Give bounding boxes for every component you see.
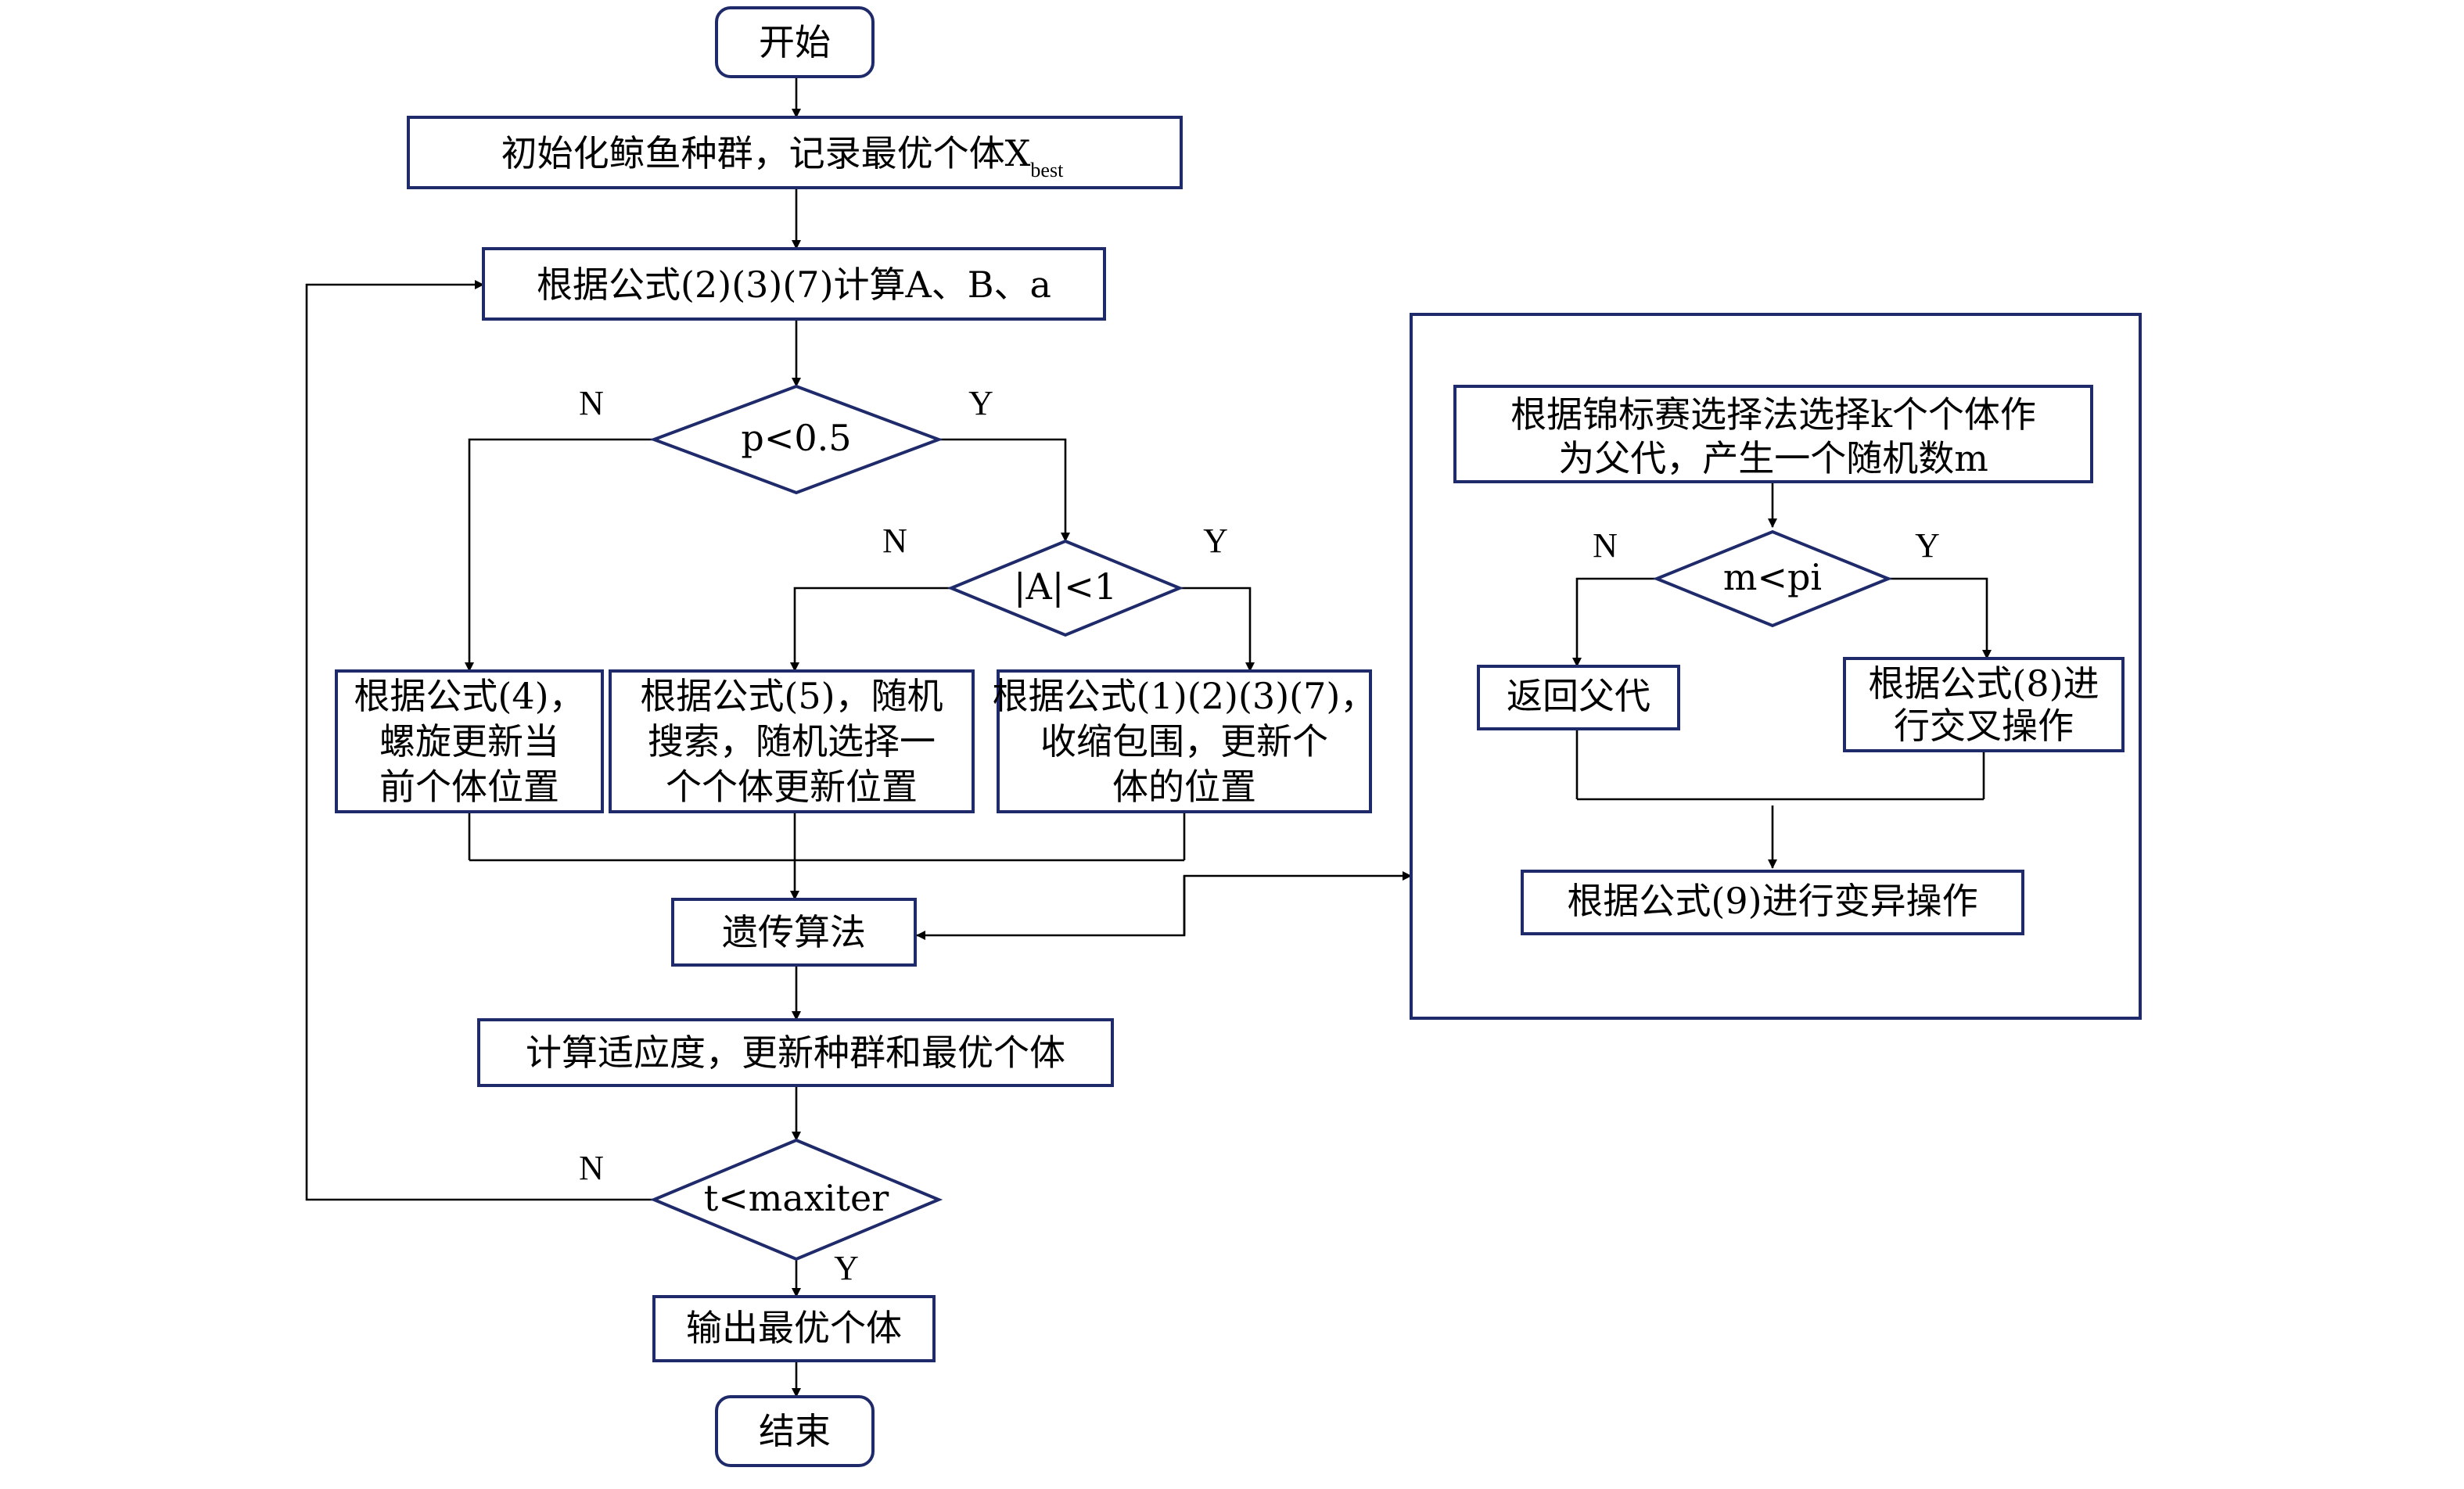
- p-yes-label: Y: [968, 384, 993, 422]
- search-line-1: 根据公式(5)，随机: [640, 675, 943, 717]
- a-no-label: N: [882, 522, 907, 560]
- a-decision-label: |A|<1: [1014, 565, 1117, 608]
- select-node: 根据锦标赛选择法选择k个个体作 为父代，产生一个随机数m: [1453, 385, 2093, 483]
- p-no-label: N: [579, 384, 604, 422]
- crossover-line-2: 行交叉操作: [1894, 705, 2074, 747]
- connectors: [305, 77, 1412, 1398]
- end-node: 结束: [715, 1395, 875, 1467]
- search-line-2: 搜索，随机选择一: [648, 720, 936, 762]
- return-node: 返回父代: [1477, 665, 1680, 730]
- t-decision-label: t<maxiter: [704, 1177, 889, 1219]
- output-node: 输出最优个体: [652, 1295, 936, 1362]
- a-yes-label: Y: [1203, 522, 1228, 560]
- mutation-label: 根据公式(9)进行变异操作: [1567, 880, 1977, 922]
- end-label: 结束: [759, 1410, 831, 1452]
- m-yes-label: Y: [1915, 526, 1940, 565]
- shrink-node: 根据公式(1)(2)(3)(7)， 收缩包围，更新个 体的位置: [993, 669, 1377, 813]
- t-decision: t<maxiter: [649, 1138, 943, 1261]
- select-line-2: 为父代，产生一个随机数m: [1558, 437, 1988, 479]
- return-label: 返回父代: [1507, 675, 1650, 717]
- m-decision-label: m<pi: [1723, 556, 1822, 598]
- select-line-1: 根据锦标赛选择法选择k个个体作: [1510, 393, 2036, 436]
- spiral-line-2: 螺旋更新当: [379, 720, 559, 762]
- output-label: 输出最优个体: [686, 1307, 902, 1349]
- m-no-label: N: [1593, 526, 1618, 565]
- fitness-node: 计算适应度，更新种群和最优个体: [477, 1018, 1114, 1087]
- calc-node: 根据公式(2)(3)(7)计算A、B、a: [482, 247, 1106, 321]
- spiral-line-1: 根据公式(4)，: [354, 675, 584, 717]
- m-decision: m<pi: [1652, 529, 1893, 628]
- p-decision-label: p<0.5: [741, 417, 851, 459]
- start-label: 开始: [759, 21, 831, 63]
- ga-label: 遗传算法: [722, 911, 866, 953]
- init-node: 初始化鲸鱼种群，记录最优个体Xbest: [407, 116, 1183, 189]
- crossover-line-1: 根据公式(8)进: [1868, 662, 2099, 705]
- calc-label: 根据公式(2)(3)(7)计算A、B、a: [537, 264, 1051, 306]
- spiral-line-3: 前个体位置: [379, 766, 559, 808]
- shrink-line-2: 收缩包围，更新个: [1040, 720, 1328, 762]
- ga-panel: 根据锦标赛选择法选择k个个体作 为父代，产生一个随机数m m<pi N Y 返回…: [1410, 313, 2142, 1020]
- t-no-label: N: [579, 1149, 604, 1187]
- start-node: 开始: [715, 6, 875, 78]
- mutation-node: 根据公式(9)进行变异操作: [1521, 870, 2024, 935]
- fitness-label: 计算适应度，更新种群和最优个体: [526, 1032, 1065, 1074]
- spiral-node: 根据公式(4)， 螺旋更新当 前个体位置: [335, 669, 604, 813]
- a-decision: |A|<1: [946, 539, 1184, 637]
- search-line-3: 个个体更新位置: [666, 766, 918, 808]
- init-label: 初始化鲸鱼种群，记录最优个体Xbest: [501, 132, 1064, 181]
- t-yes-label: Y: [834, 1249, 859, 1287]
- ga-connectors: [1572, 482, 1992, 869]
- crossover-node: 根据公式(8)进 行交叉操作: [1843, 657, 2125, 752]
- shrink-line-3: 体的位置: [1112, 766, 1256, 808]
- shrink-line-1: 根据公式(1)(2)(3)(7)，: [993, 675, 1377, 717]
- search-node: 根据公式(5)，随机 搜索，随机选择一 个个体更新位置: [609, 669, 975, 813]
- p-decision: p<0.5: [649, 384, 943, 495]
- ga-node: 遗传算法: [671, 898, 917, 967]
